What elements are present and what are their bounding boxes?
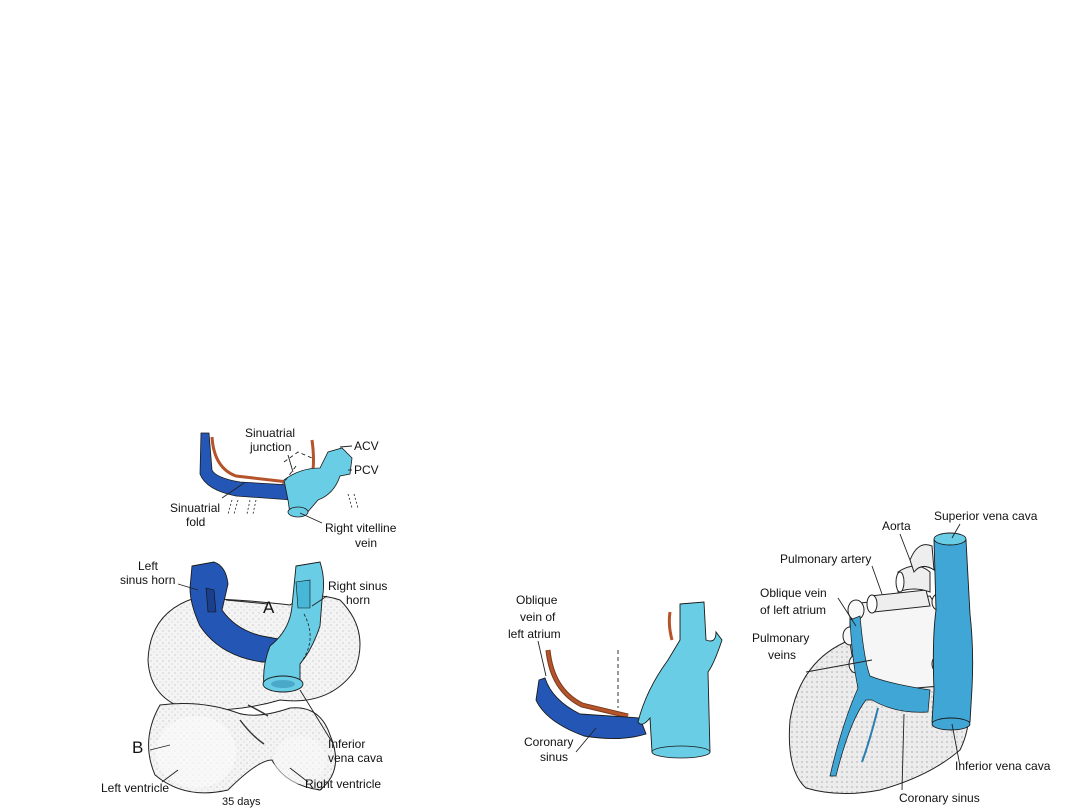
marker-a: A — [263, 598, 275, 617]
pulmonary-veins-label: Pulmonary veins — [752, 631, 813, 662]
ivc-label-left: Inferior vena cava — [328, 737, 383, 765]
coronary-sinus-middle — [535, 677, 647, 739]
oblique-vein-label-right: Oblique vein of left atrium — [760, 586, 830, 617]
sinuatrial-junction-label: Sinuatrial junction — [245, 426, 298, 454]
pcv-label: PCV — [354, 463, 379, 477]
red-vessel-top — [210, 436, 289, 484]
oblique-vein-label-middle: Oblique vein of left atrium — [508, 593, 561, 641]
coronary-sinus-right — [829, 615, 931, 777]
ivc-label-right: Inferior vena cava — [955, 759, 1051, 773]
pulmonary-artery-label: Pulmonary artery — [780, 552, 871, 566]
marker-b: B — [132, 738, 143, 757]
superior-vena-cava-label: Superior vena cava — [934, 509, 1038, 523]
adult-heart-figure — [788, 523, 974, 795]
sinuatrial-fold-label: Sinuatrial fold — [170, 501, 223, 529]
aorta-label: Aorta — [882, 519, 911, 533]
coronary-sinus-middle-figure — [535, 601, 723, 759]
right-sinus-horn-top — [283, 447, 353, 515]
acv-label: ACV — [354, 439, 379, 453]
right-ventricle-label: Right ventricle — [305, 777, 381, 791]
sinus-venosus-top-figure — [199, 432, 359, 524]
right-vessel-middle — [637, 601, 723, 753]
left-ventricle-label: Left ventricle — [101, 781, 169, 795]
embryonic-heart-figure — [147, 561, 361, 794]
right-vitelline-vein-label: Right vitelline vein — [325, 521, 400, 550]
left-sinus-horn-label: Left sinus horn — [120, 559, 175, 587]
vena-cava — [931, 534, 974, 723]
coronary-sinus-label-middle: Coronary sinus — [524, 735, 577, 764]
age-label: 35 days — [222, 796, 261, 808]
right-sinus-horn-label: Right sinus horn — [328, 579, 391, 607]
coronary-sinus-label-right: Coronary sinus — [899, 791, 980, 805]
